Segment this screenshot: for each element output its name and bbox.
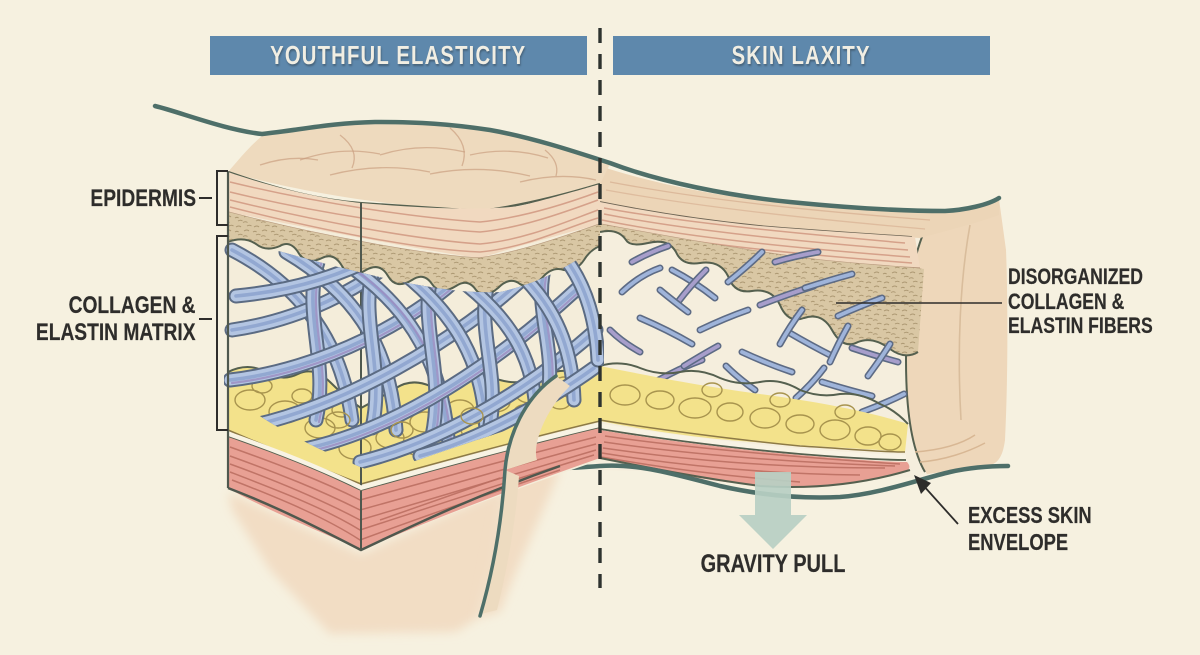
lax-dermis-stipple bbox=[599, 224, 924, 357]
block-bottom-edge bbox=[227, 464, 561, 552]
lax-skin-section bbox=[536, 166, 1011, 500]
excess-skin-label: EXCESS SKIN ENVELOPE bbox=[968, 502, 1092, 555]
fat-lobule-over bbox=[325, 411, 351, 429]
banner-skin-laxity: SKIN LAXITY bbox=[613, 36, 990, 75]
banner-right-label: SKIN LAXITY bbox=[731, 40, 872, 70]
lax-epidermis-band bbox=[599, 166, 999, 269]
banner-youthful-elasticity: YOUTHFUL ELASTICITY bbox=[210, 36, 587, 75]
fat-lobule-over bbox=[460, 407, 484, 425]
skin-surface-contour bbox=[152, 103, 1002, 214]
block-dermis-stipple bbox=[227, 212, 601, 296]
annotation-lines bbox=[199, 170, 1002, 525]
block-epidermis-layer bbox=[227, 172, 601, 259]
gravity-pull-label: GRAVITY PULL bbox=[700, 550, 846, 578]
excess-skin-wrap bbox=[904, 199, 1008, 474]
collagen-bracket bbox=[216, 235, 228, 431]
disorganized-fibers-label: DISORGANIZED COLLAGEN & ELASTIN FIBERS bbox=[1008, 264, 1153, 338]
banner-left-label: YOUTHFUL ELASTICITY bbox=[270, 40, 527, 70]
epidermis-bracket bbox=[216, 170, 228, 226]
skin-fold bbox=[478, 374, 570, 618]
excess-skin-arrow-line bbox=[921, 483, 959, 525]
disorganized-fibers bbox=[606, 242, 908, 418]
lax-muscle-layer bbox=[599, 423, 986, 489]
gravity-arrow-icon bbox=[739, 472, 807, 549]
fat-lobule-over bbox=[390, 421, 414, 439]
collagen-matrix-label: COLLAGEN & ELASTIN MATRIX bbox=[36, 292, 196, 346]
lax-fat-layer bbox=[599, 362, 909, 453]
epidermis-label: EPIDERMIS bbox=[90, 185, 196, 212]
excess-skin-arrowhead-icon bbox=[914, 475, 931, 494]
